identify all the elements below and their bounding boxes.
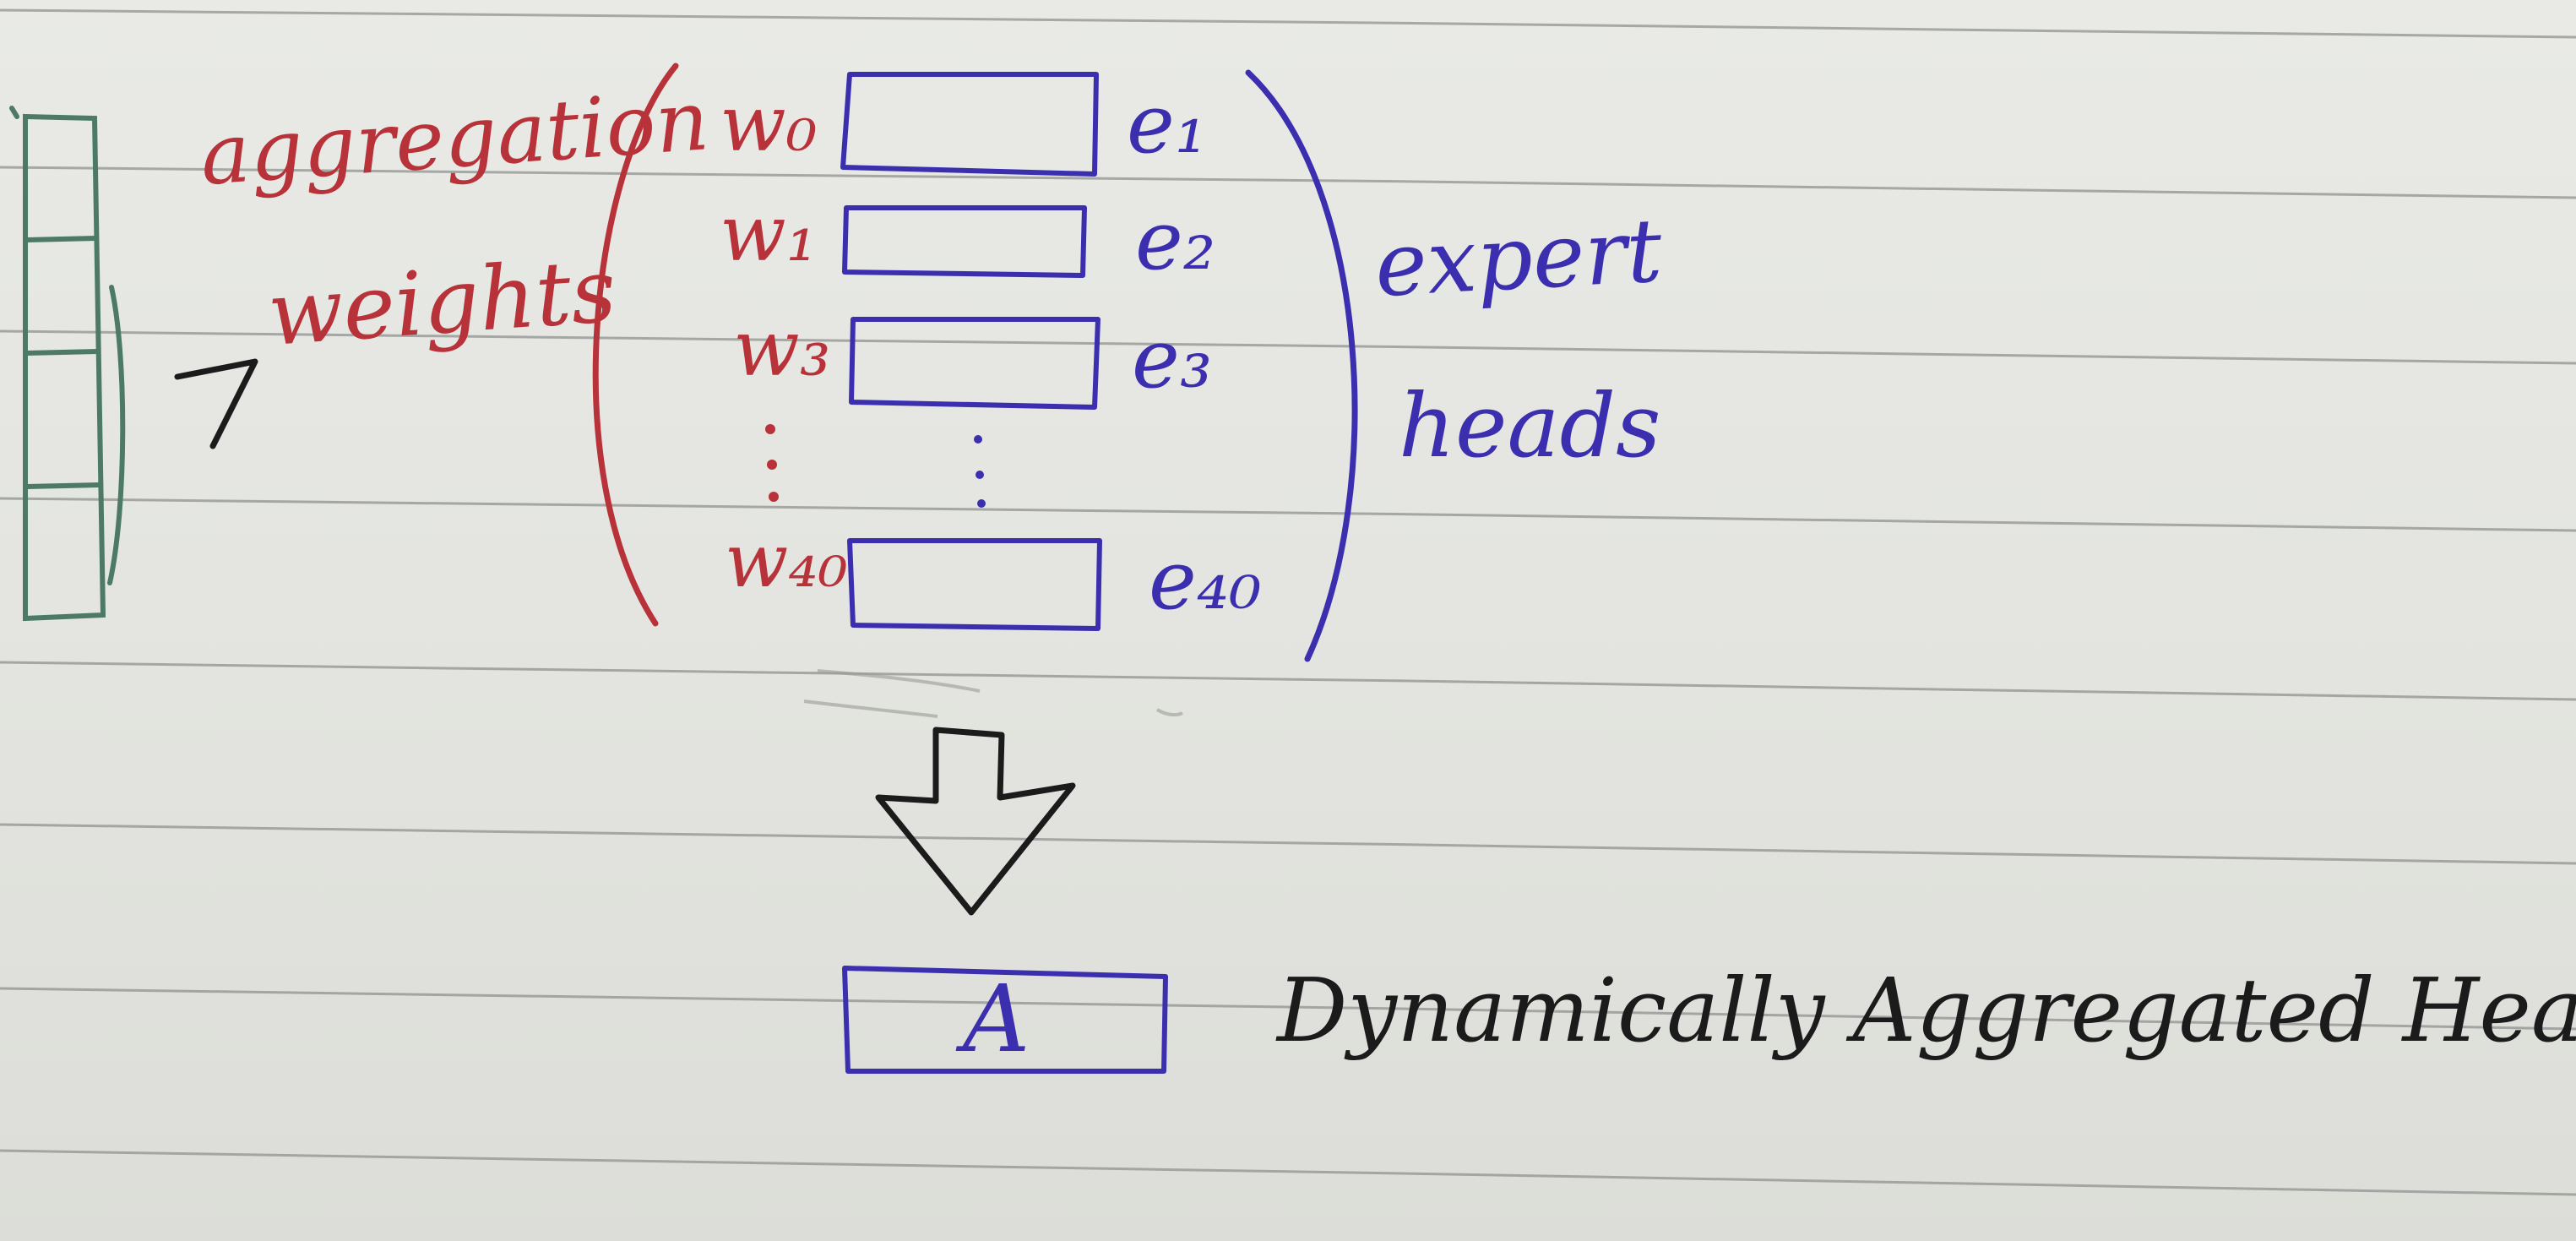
expert-box-3 — [849, 317, 1101, 410]
expert-label-1: e₁ — [1127, 77, 1207, 171]
weight-label-2: w₃ — [733, 303, 831, 394]
expert-label-4: e₄₀ — [1149, 533, 1262, 628]
weight-ellipsis — [765, 424, 779, 502]
weight-label-0: w₀ — [720, 79, 818, 169]
input-arrow — [174, 358, 258, 449]
expert-ellipsis — [974, 435, 986, 508]
left-parenthesis — [592, 63, 679, 627]
pencil-smudge — [803, 669, 1183, 718]
weights-label: weights — [264, 238, 619, 365]
right-parenthesis — [1245, 69, 1358, 662]
expert-label: expert — [1372, 199, 1665, 317]
down-arrow — [875, 727, 1076, 916]
input-vector — [9, 106, 126, 622]
expert-label-2: e₂ — [1135, 193, 1215, 288]
aggregated-head-box — [842, 966, 1168, 1074]
expert-box-2 — [842, 205, 1087, 278]
aggregated-head-letter: A — [955, 965, 1030, 1073]
heads-label: heads — [1399, 374, 1660, 477]
expert-boxes — [840, 72, 1102, 631]
weight-label-3: w₄₀ — [725, 517, 848, 604]
expert-box-4 — [847, 538, 1102, 631]
expert-box-1 — [840, 72, 1099, 177]
ruled-lines — [0, 8, 2576, 1196]
weight-label-1: w₁ — [720, 188, 818, 279]
expert-label-3: e₃ — [1132, 312, 1212, 406]
aggregated-head-caption: Dynamically Aggregated Head — [1275, 959, 2576, 1062]
